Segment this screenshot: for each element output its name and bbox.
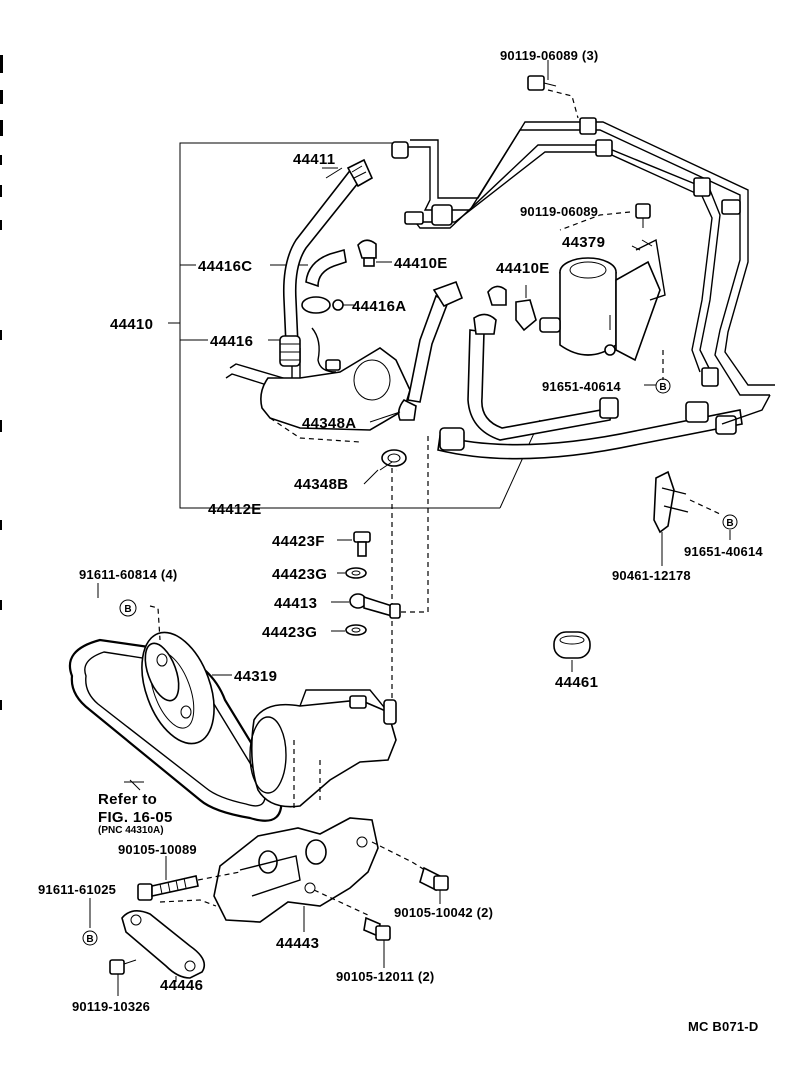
label-44416C: 44416C	[198, 258, 252, 275]
union-bolt-44423F	[353, 531, 371, 557]
label-44379: 44379	[562, 234, 605, 251]
circle-b-marker-2: B	[722, 514, 738, 530]
label-90105-10089: 90105-10089	[118, 842, 197, 857]
svg-text:B: B	[86, 934, 93, 945]
clip-90461-12178	[653, 470, 721, 534]
clip-44410E-right	[487, 285, 537, 332]
clamp-44348B	[379, 449, 407, 471]
diagram-code: MC B071-D	[688, 1019, 758, 1034]
refer-note-line2: FIG. 16-05	[98, 809, 173, 826]
reservoir-44379	[539, 238, 666, 380]
label-91651-40614-lower: 91651-40614	[684, 544, 763, 559]
label-90105-10042-2: 90105-10042 (2)	[394, 905, 493, 920]
label-90119-06089-3: 90119-06089 (3)	[500, 48, 598, 63]
label-90119-06089: 90119-06089	[520, 204, 598, 219]
bolt-90105-10042	[419, 866, 449, 892]
label-90105-12011-2: 90105-12011 (2)	[336, 969, 434, 984]
label-44348B: 44348B	[294, 476, 348, 493]
label-44423G-lower: 44423G	[262, 624, 317, 641]
gasket-44423G-lower	[345, 624, 367, 636]
label-44423F: 44423F	[272, 533, 325, 550]
label-44410E-right: 44410E	[496, 260, 550, 277]
svg-text:B: B	[124, 604, 131, 615]
label-91611-60814-4: 91611-60814 (4)	[79, 567, 177, 582]
fitting-44413	[349, 593, 401, 619]
bolt-90105-10089	[137, 871, 241, 901]
circle-b-marker-1: B	[655, 378, 671, 394]
refer-note-line3: (PNC 44310A)	[98, 825, 164, 836]
margin-marks	[0, 55, 3, 710]
bolt-90119-06089	[635, 203, 651, 228]
bracket-44443	[213, 817, 429, 923]
pulley-44319	[141, 605, 215, 745]
label-44443: 44443	[276, 935, 319, 952]
dashed-feed-lines	[391, 436, 429, 700]
label-44423G-upper: 44423G	[272, 566, 327, 583]
clamp-44416A	[301, 296, 350, 314]
svg-text:B: B	[726, 518, 733, 529]
bracket-44446	[121, 899, 217, 979]
leader-lines	[89, 60, 731, 996]
label-91651-40614-upper: 91651-40614	[542, 379, 621, 394]
clip-44410E-upper	[357, 239, 392, 267]
label-90461-12178: 90461-12178	[612, 568, 691, 583]
hose-44412E	[397, 280, 771, 460]
label-44416: 44416	[210, 333, 253, 350]
label-44411: 44411	[293, 151, 335, 168]
hose-44411	[282, 158, 374, 346]
hose-44416C	[305, 248, 347, 288]
steering-gear-housing	[225, 347, 411, 443]
label-44348A: 44348A	[302, 415, 356, 432]
label-44461: 44461	[555, 674, 598, 691]
label-44410: 44410	[110, 316, 153, 333]
bolt-90105-12011	[363, 916, 391, 941]
svg-text:B: B	[659, 382, 666, 393]
label-44319: 44319	[234, 668, 277, 685]
label-44410E-upper: 44410E	[394, 255, 448, 272]
label-91611-61025: 91611-61025	[38, 882, 116, 897]
power-steering-pump	[249, 689, 397, 810]
circle-b-marker-3: B	[119, 599, 137, 617]
label-44413: 44413	[274, 595, 317, 612]
circle-b-marker-4: B	[82, 930, 98, 946]
label-90119-10326: 90119-10326	[72, 999, 150, 1014]
grommet-44461	[553, 631, 591, 659]
bolt-90119-10326	[109, 959, 137, 975]
label-44416A: 44416A	[352, 298, 406, 315]
bolt-90119-06089-3	[527, 70, 557, 91]
cooler-pipes	[391, 89, 775, 396]
label-44446: 44446	[160, 977, 203, 994]
label-44412E: 44412E	[208, 501, 262, 518]
gasket-44423G-upper	[345, 567, 367, 579]
refer-note-line1: Refer to	[98, 791, 157, 808]
